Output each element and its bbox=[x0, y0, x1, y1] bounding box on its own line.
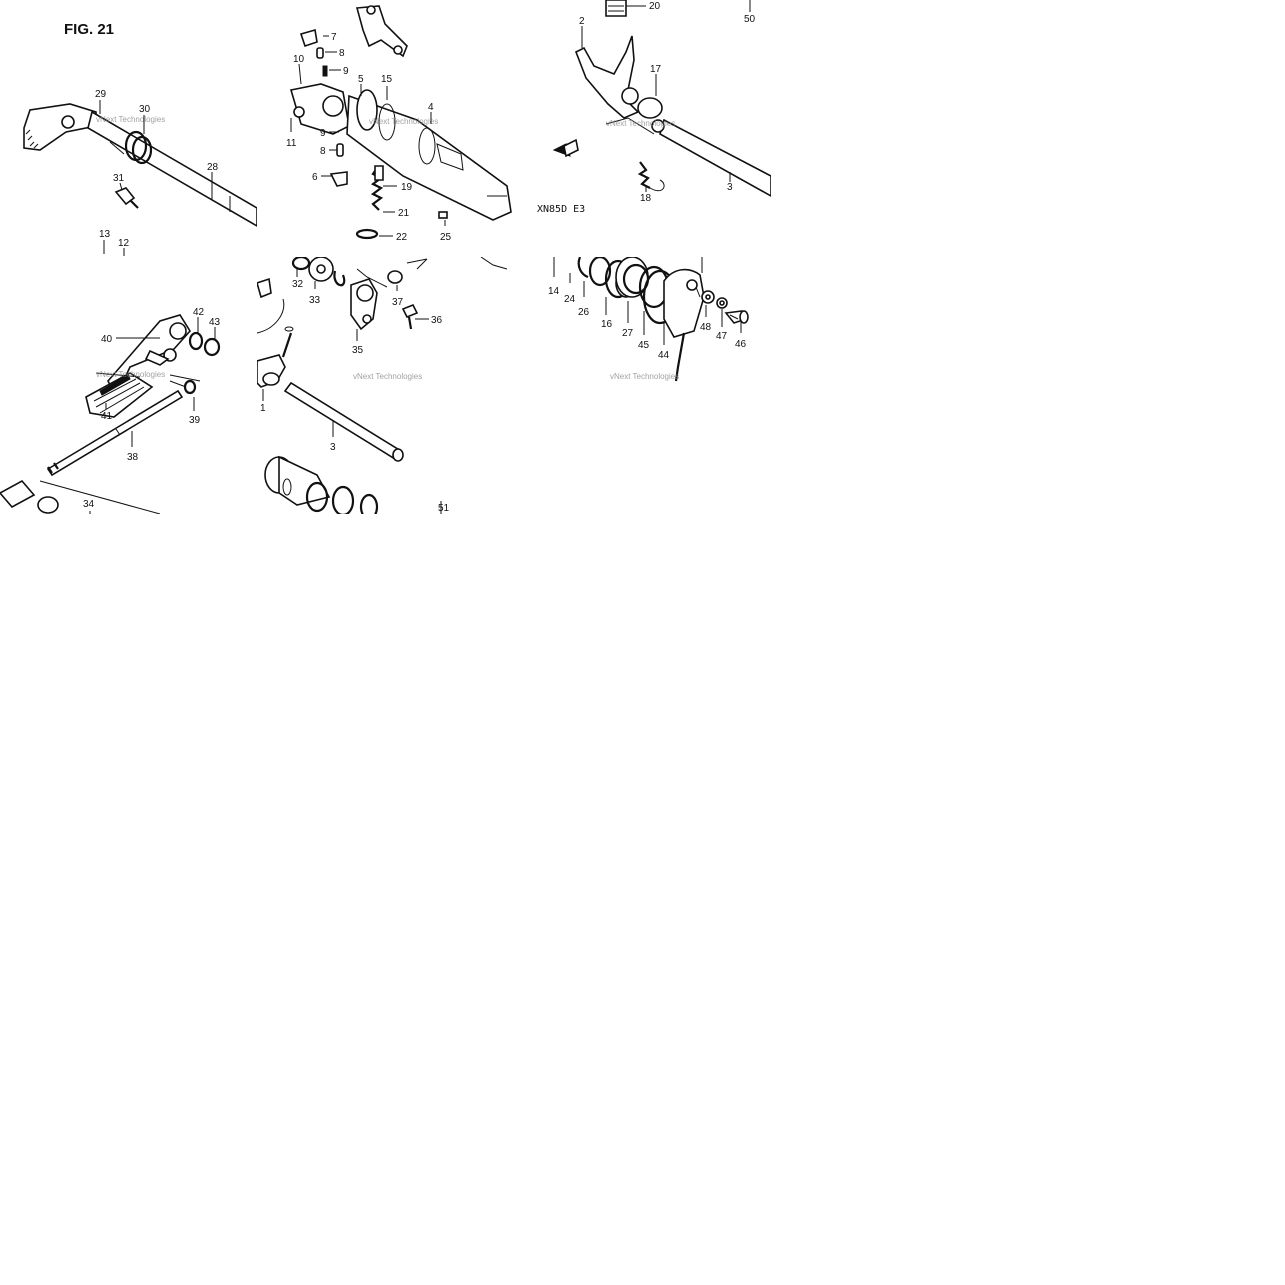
link-rod bbox=[46, 389, 184, 477]
callout: 35 bbox=[352, 345, 364, 356]
callout: 25 bbox=[440, 232, 452, 243]
callout: 11 bbox=[286, 138, 297, 149]
watermark-text: vNext Technologies bbox=[96, 370, 165, 379]
panel-bearing-cover: vNext Technologies 14 24 26 16 27 45 44 … bbox=[514, 257, 771, 514]
upper-washers bbox=[291, 257, 346, 287]
watermark-text: vNext Technologies bbox=[353, 372, 422, 381]
cam-spring bbox=[355, 165, 448, 240]
cam-pawl-pin bbox=[299, 28, 348, 187]
callout: 6 bbox=[312, 172, 318, 183]
fork-shaft bbox=[659, 118, 771, 197]
callout: 29 bbox=[95, 89, 107, 100]
panel-shift-forks: XN85D E3 vNext Technologies 20 50 2 17 1… bbox=[514, 0, 771, 257]
callout: 13 bbox=[99, 229, 111, 240]
callout: 46 bbox=[735, 339, 747, 350]
gearshift-arm-plate bbox=[23, 103, 97, 151]
callout: 48 bbox=[700, 322, 712, 333]
gearshift-cam-drum bbox=[346, 89, 512, 221]
fork-shaft-lower bbox=[283, 381, 404, 462]
shaft-pin bbox=[605, 97, 665, 135]
direction-arrow bbox=[552, 138, 579, 158]
callout: 9 bbox=[320, 128, 326, 139]
callout: 47 bbox=[716, 331, 728, 342]
lever-washers bbox=[169, 331, 221, 395]
bolt-top bbox=[605, 0, 627, 17]
callout: 8 bbox=[339, 48, 345, 59]
panel-gearshift-shaft: FIG. 21 vNext Technologies bbox=[0, 0, 257, 257]
gearshift-shaft bbox=[87, 110, 257, 227]
gearshift-cover bbox=[663, 257, 705, 382]
callout: 40 bbox=[101, 334, 113, 345]
callout: 2 bbox=[579, 16, 585, 27]
callout: 17 bbox=[650, 64, 662, 75]
callout: 20 bbox=[649, 1, 661, 12]
callout: 28 bbox=[207, 162, 219, 173]
callout: 32 bbox=[292, 279, 304, 290]
neutral-switch bbox=[350, 258, 428, 331]
callout: 26 bbox=[578, 307, 590, 318]
callout: 9 bbox=[343, 66, 349, 77]
callout: 4 bbox=[428, 102, 434, 113]
cam-guide bbox=[289, 83, 350, 135]
watermark-text: vNext Technologies bbox=[96, 115, 165, 124]
bearing bbox=[615, 257, 670, 309]
callout: 45 bbox=[638, 340, 650, 351]
shift-fork bbox=[574, 35, 640, 119]
callout: 22 bbox=[396, 232, 408, 243]
fork-spring bbox=[637, 161, 665, 192]
panel-fork-shaft: vNext Technologies 32 33 37 36 35 1 3 51… bbox=[257, 257, 514, 514]
drawing-code: XN85D E3 bbox=[537, 204, 585, 215]
callout: 7 bbox=[331, 32, 337, 43]
shift-fork-lower bbox=[257, 277, 294, 388]
watermark-text: vNext Technologies bbox=[606, 119, 675, 128]
return-spring bbox=[109, 130, 153, 165]
callout: 43 bbox=[209, 317, 221, 328]
switch-screws bbox=[387, 270, 419, 330]
callout: 33 bbox=[309, 295, 321, 306]
callout: 10 bbox=[293, 54, 305, 65]
callout: 15 bbox=[381, 74, 393, 85]
callout: 3 bbox=[727, 182, 733, 193]
callout: 3 bbox=[330, 442, 336, 453]
callout: 19 bbox=[401, 182, 413, 193]
callout: 50 bbox=[744, 14, 756, 25]
callout: 5 bbox=[358, 74, 364, 85]
callout: 31 bbox=[113, 173, 125, 184]
callout: 34 bbox=[83, 499, 95, 510]
callout: 44 bbox=[658, 350, 670, 361]
panel-gearshift-lever: vNext Technologies 40 42 43 41 39 38 34 bbox=[0, 257, 257, 514]
callout: 38 bbox=[127, 452, 139, 463]
callout: 36 bbox=[431, 315, 443, 326]
callout: 37 bbox=[392, 297, 404, 308]
panel-gearshift-cam: vNext Technologies 7 8 9 10 5 15 4 11 9 bbox=[257, 0, 514, 257]
callout: 21 bbox=[398, 208, 410, 219]
callout: 42 bbox=[193, 307, 205, 318]
callout: 30 bbox=[139, 104, 151, 115]
callout: 12 bbox=[118, 238, 130, 249]
cover-washers bbox=[701, 290, 728, 309]
adjust-bolt bbox=[114, 187, 139, 209]
callout: 24 bbox=[564, 294, 576, 305]
watermark-text: vNext Technologies bbox=[369, 117, 438, 126]
callout: 18 bbox=[640, 193, 652, 204]
cover-screw bbox=[724, 310, 749, 324]
callout: 16 bbox=[601, 319, 613, 330]
cam-stopper-plate bbox=[355, 5, 408, 58]
callout: 1 bbox=[260, 403, 266, 414]
lever-rubber bbox=[85, 372, 154, 418]
callout: 39 bbox=[189, 415, 201, 426]
figure-title: FIG. 21 bbox=[64, 21, 114, 38]
callout: 27 bbox=[622, 328, 634, 339]
callout: 51 bbox=[438, 503, 450, 514]
callout: 14 bbox=[548, 286, 560, 297]
footrest-rod bbox=[0, 479, 161, 514]
cam-drum-lower bbox=[264, 455, 379, 514]
watermark-text: vNext Technologies bbox=[610, 372, 679, 381]
callout: 41 bbox=[101, 411, 113, 422]
callout: 8 bbox=[320, 146, 326, 157]
